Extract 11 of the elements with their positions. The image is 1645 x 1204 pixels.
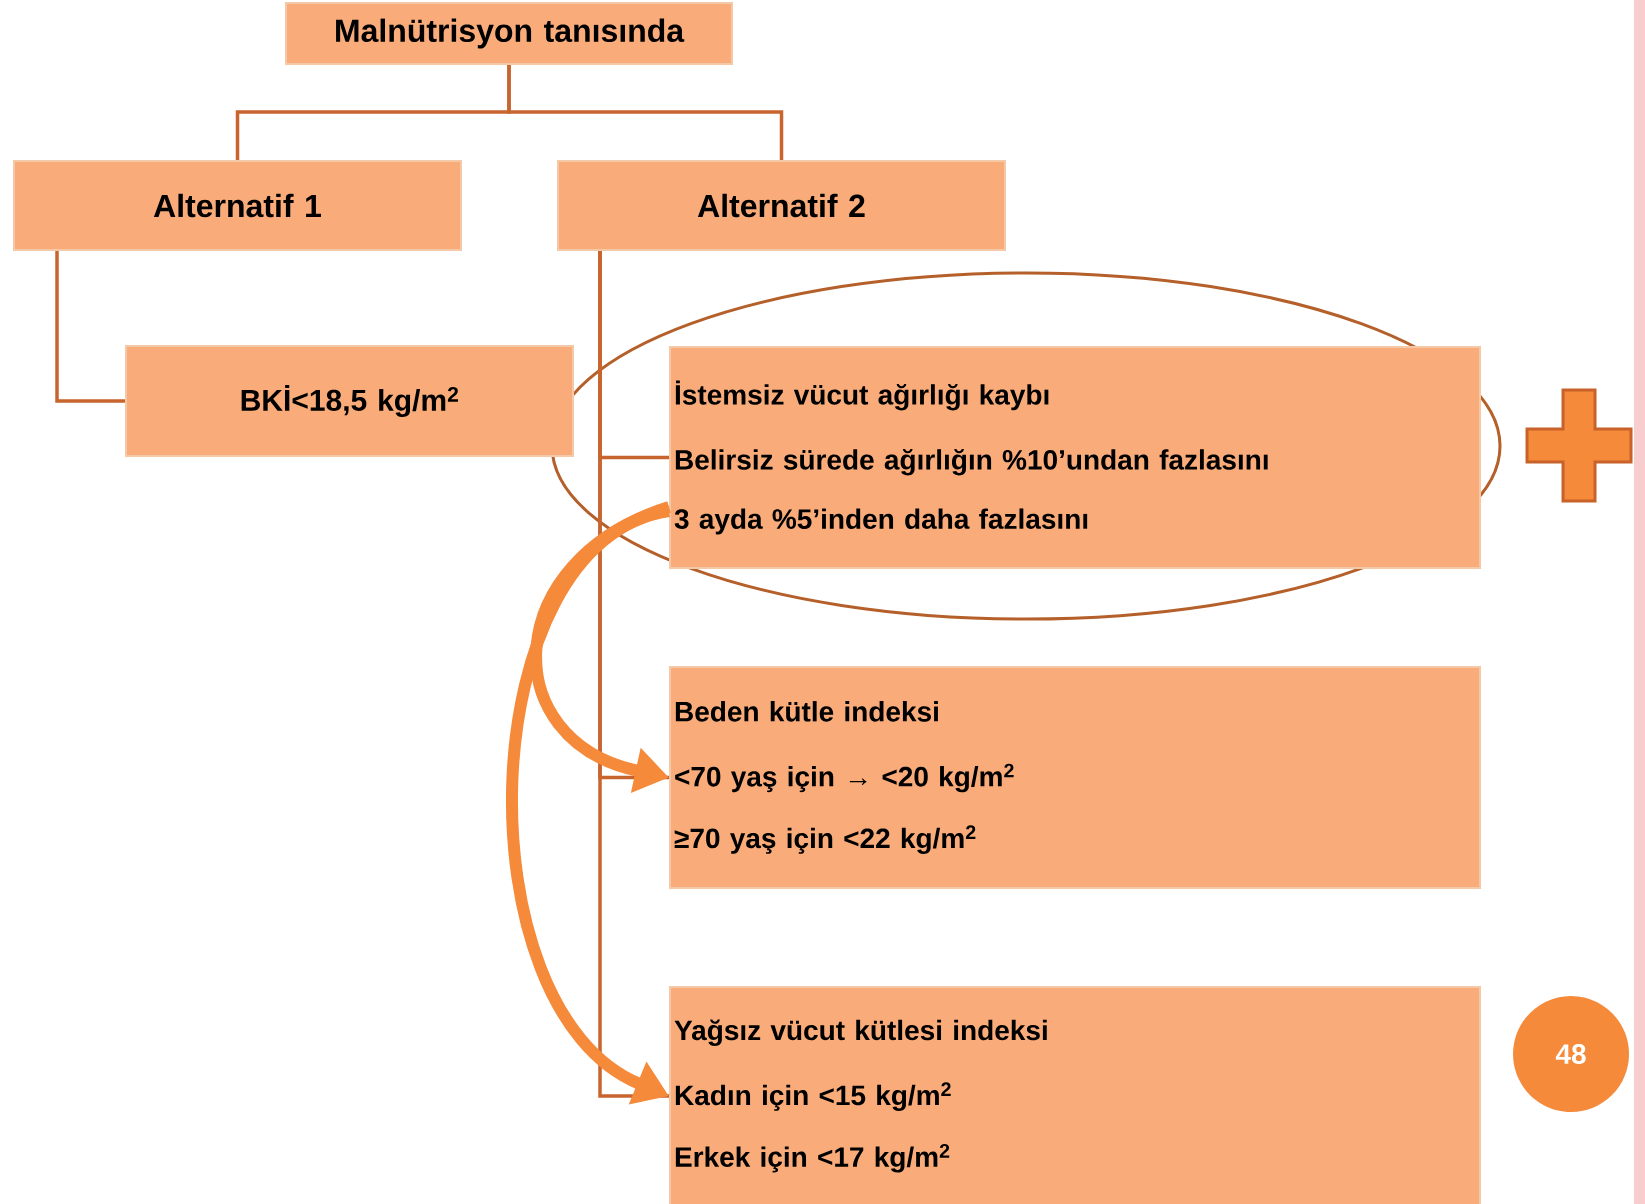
process-box: İstemsiz vücut ağırlığı kaybı Belirsiz sürede ağırlığın %10’undan fazlasını 3 ayda %5’inden daha fazlasını — [669, 346, 1481, 569]
process-box: BKİ<18,5 kg/m$^{2}$ — [125, 345, 574, 457]
connector — [598, 251, 669, 1098]
process-box: Malnütrisyon tanısında — [285, 2, 733, 65]
process-box: Beden kütle indeksi <70 yaş için → <20 kg/m$^{2}$ ≥70 yaş için <22 kg/m$^{2}$ — [669, 666, 1481, 889]
connector — [507, 65, 784, 160]
process-box: Alternatif 2 — [557, 160, 1006, 251]
connector — [55, 251, 125, 403]
process-box: Alternatif 1 — [13, 160, 462, 251]
process-box: Yağsız vücut kütlesi indeksi Kadın için <15 kg/m$^{2}$ Erkek için <17 kg/m$^{2}$ — [669, 986, 1481, 1204]
page-number: 48 — [1513, 996, 1629, 1112]
